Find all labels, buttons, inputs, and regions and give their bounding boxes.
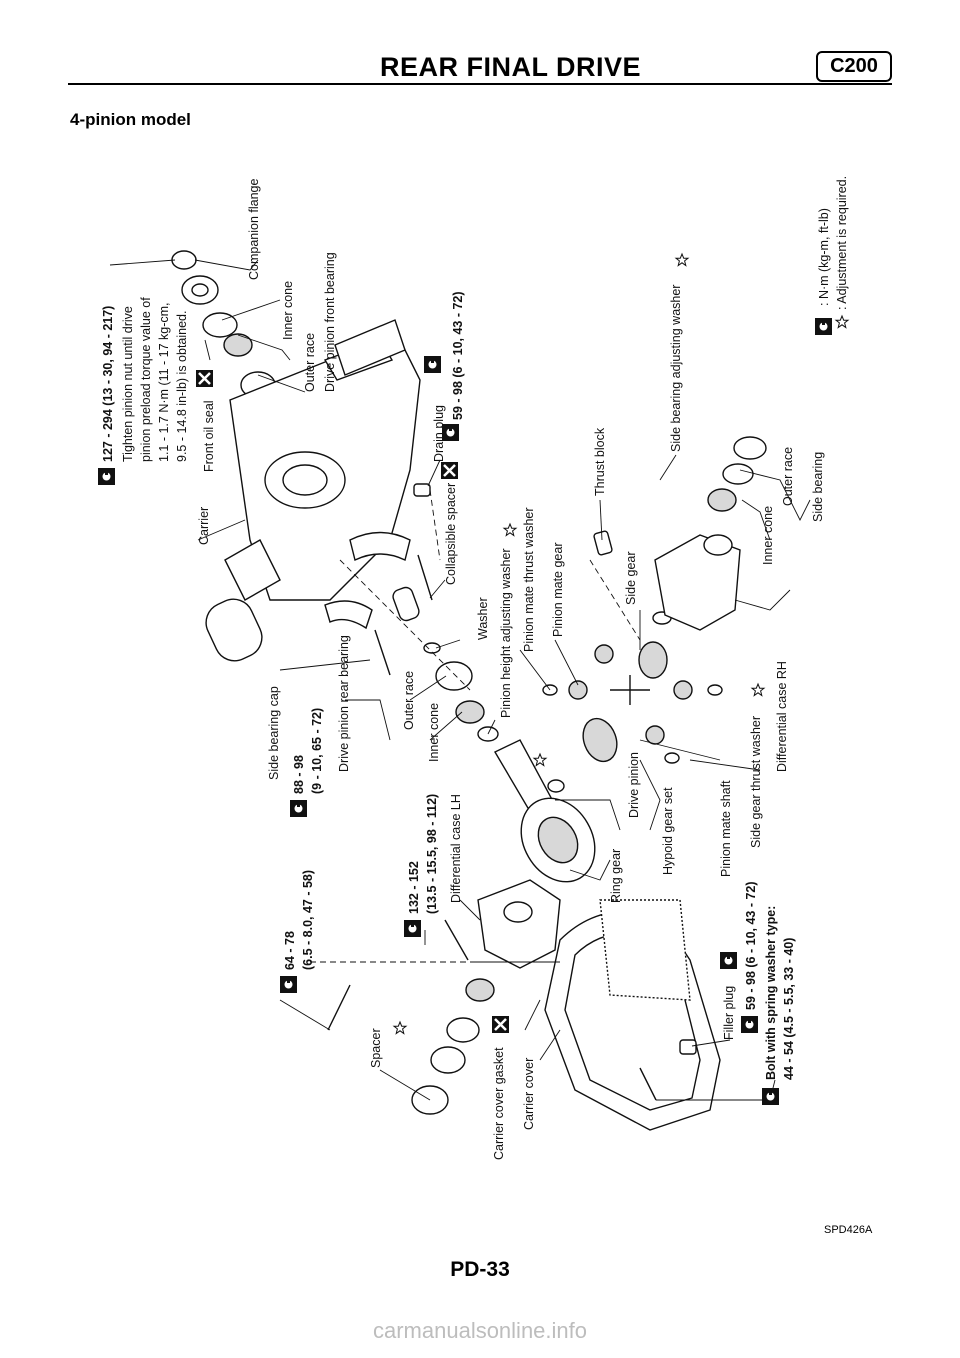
header-rule (68, 83, 892, 85)
label-drive-pinion-front-bearing: Drive pinion front bearing (323, 252, 337, 392)
section-code-badge: C200 (816, 51, 892, 82)
label-drive-pinion-rear-bearing: Drive pinion rear bearing (337, 635, 351, 772)
torque-cover-bolt-1: 64 - 78 (283, 931, 297, 970)
label-companion-flange: Companion flange (247, 178, 261, 280)
leader-lines (109, 259, 811, 1101)
part-drawings (171, 250, 767, 1131)
torque-spring-washer-bolt: 44 - 54 (4.5 - 5.5, 33 - 40) (782, 938, 796, 1080)
label-side-gear: Side gear (624, 551, 638, 605)
label-side-gear-thrust-washer: Side gear thrust washer (749, 716, 763, 848)
label-pinion-mate-shaft: Pinion mate shaft (719, 780, 733, 877)
label-differential-case-lh: Differential case LH (449, 794, 463, 903)
torque-cover-bolt-2: (6.5 - 8.0, 47 - 58) (301, 870, 315, 970)
label-side-bearing-cap: Side bearing cap (267, 686, 281, 780)
page-title: REAR FINAL DRIVE (380, 52, 642, 82)
watermark: carmanualsonline.info (372, 1318, 588, 1343)
label-drain-plug: Drain plug (432, 405, 446, 462)
label-hypoid-gear-set: Hypoid gear set (661, 787, 675, 875)
label-pinion-height-adjusting-washer: Pinion height adjusting washer (499, 548, 513, 718)
label-front-oil-seal: Front oil seal (202, 400, 216, 472)
page-header: REAR FINAL DRIVE C200 (68, 46, 892, 86)
label-drive-pinion: Drive pinion (627, 752, 641, 818)
pinion-nut-note-line-1: Tighten pinion nut until drive (121, 306, 135, 462)
label-carrier: Carrier (197, 507, 211, 545)
pinion-nut-note-line-3: 1.1 - 1.7 N·m (11 - 17 kg-cm, (157, 302, 171, 462)
label-outer-race-rear: Outer race (402, 671, 416, 730)
page-number: PD-33 (450, 1258, 510, 1281)
label-thrust-block: Thrust block (593, 427, 607, 496)
legend: : N·m (kg-m, ft-lb) : Adjustment is requ… (815, 176, 849, 335)
legend-adjust: : Adjustment is required. (835, 176, 849, 310)
label-inner-cone: Inner cone (281, 281, 295, 340)
rotated-labels: Companion flange Inner cone Outer race D… (197, 178, 825, 1160)
torque-pinion-nut: 127 - 294 (13 - 30, 94 - 217) (101, 306, 115, 462)
label-pinion-mate-gear: Pinion mate gear (551, 542, 565, 637)
label-differential-case-rh: Differential case RH (775, 661, 789, 772)
label-filler-plug: Filler plug (722, 986, 736, 1040)
label-inner-cone-rear: Inner cone (427, 703, 441, 762)
pinion-nut-note-line-4: 9.5 - 14.8 in-lb) is obtained. (175, 311, 189, 462)
label-collapsible-spacer: Collapsible spacer (444, 483, 458, 585)
spring-washer-bolt-note: Bolt with spring washer type: (764, 906, 778, 1080)
label-carrier-cover: Carrier cover (522, 1058, 536, 1130)
torque-bearing-cap-bolt-2: (9 - 10, 65 - 72) (310, 708, 324, 794)
label-carrier-cover-gasket: Carrier cover gasket (492, 1047, 506, 1160)
label-ring-gear: Ring gear (609, 849, 623, 903)
torque-filler-plug: 59 - 98 (6 - 10, 43 - 72) (744, 881, 758, 1010)
legend-torque: : N·m (kg-m, ft-lb) (817, 208, 831, 306)
label-pinion-mate-thrust-washer: Pinion mate thrust washer (522, 507, 536, 652)
label-outer-race: Outer race (303, 333, 317, 392)
section-subtitle: 4-pinion model (70, 110, 191, 129)
pinion-nut-note-line-2: pinion preload torque value of (139, 297, 153, 462)
label-inner-cone-rh: Inner cone (761, 506, 775, 565)
torque-ring-gear-bolt-1: 132 - 152 (407, 861, 421, 914)
torque-bearing-cap-bolt-1: 88 - 98 (292, 755, 306, 794)
torque-drain-plug: 59 - 98 (6 - 10, 43 - 72) (451, 291, 465, 420)
label-spacer: Spacer (369, 1028, 383, 1068)
label-outer-race-rh: Outer race (781, 447, 795, 506)
label-side-bearing-adjusting-washer: Side bearing adjusting washer (669, 285, 683, 452)
figure-id: SPD426A (824, 1224, 873, 1236)
torque-specs: 127 - 294 (13 - 30, 94 - 217) Tighten pi… (98, 291, 796, 1105)
label-side-bearing: Side bearing (811, 452, 825, 522)
label-washer: Washer (476, 597, 490, 640)
torque-ring-gear-bolt-2: (13.5 - 15.5, 98 - 112) (425, 794, 439, 914)
